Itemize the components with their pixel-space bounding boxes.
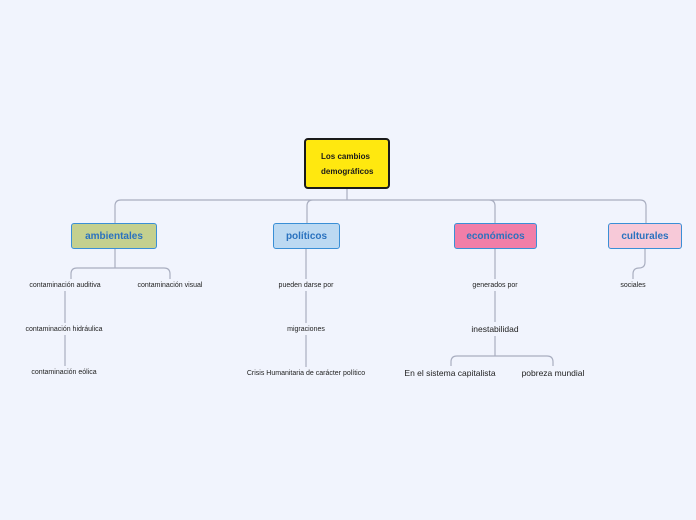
node-inestabilidad[interactable]: inestabilidad: [460, 322, 530, 336]
main-node-culturales[interactable]: culturales: [608, 223, 682, 249]
node-contaminacion-auditiva[interactable]: contaminación auditiva: [15, 279, 115, 291]
label-sociales: sociales: [620, 281, 646, 289]
node-pueden-darse-por[interactable]: pueden darse por: [262, 279, 350, 291]
root-label: Los cambios demográficos: [321, 151, 374, 176]
main-node-politicos[interactable]: políticos: [273, 223, 340, 249]
node-contaminacion-eolica[interactable]: contaminación eólica: [18, 366, 110, 378]
main-label-ambientales: ambientales: [85, 230, 143, 242]
root-node[interactable]: Los cambios demográficos: [304, 138, 390, 189]
link-root-branches: [114, 189, 647, 223]
node-crisis-humanitaria[interactable]: Crisis Humanitaria de carácter político: [231, 367, 381, 379]
label-migraciones: migraciones: [287, 325, 325, 333]
label-contaminacion-visual: contaminación visual: [137, 281, 203, 289]
main-label-culturales: culturales: [621, 230, 669, 242]
label-pobreza-mundial: pobreza mundial: [521, 368, 585, 378]
label-sistema-capitalista: En el sistema capitalista: [404, 368, 496, 378]
node-contaminacion-hidraulica[interactable]: contaminación hidráulica: [12, 323, 116, 335]
label-inestabilidad: inestabilidad: [471, 324, 519, 334]
label-contaminacion-hidraulica: contaminación hidráulica: [25, 325, 103, 333]
link-culturales-children: [632, 249, 646, 279]
label-contaminacion-auditiva: contaminación auditiva: [29, 281, 101, 289]
main-label-economicos: económicos: [466, 230, 525, 242]
node-sociales[interactable]: sociales: [610, 279, 656, 291]
label-generados-por: generados por: [472, 281, 518, 289]
main-label-politicos: políticos: [285, 230, 328, 242]
node-migraciones[interactable]: migraciones: [270, 323, 342, 335]
label-contaminacion-eolica: contaminación eólica: [31, 368, 97, 376]
node-generados-por[interactable]: generados por: [460, 279, 530, 291]
label-pueden-darse-por: pueden darse por: [278, 281, 334, 289]
node-pobreza-mundial[interactable]: pobreza mundial: [512, 366, 594, 380]
node-contaminacion-visual[interactable]: contaminación visual: [124, 279, 216, 291]
main-node-ambientales[interactable]: ambientales: [71, 223, 157, 249]
node-sistema-capitalista[interactable]: En el sistema capitalista: [395, 366, 505, 380]
link-economicos-children: [450, 249, 554, 366]
link-ambientales-children: [64, 249, 171, 366]
main-node-economicos[interactable]: económicos: [454, 223, 537, 249]
label-crisis-humanitaria: Crisis Humanitaria de carácter político: [246, 369, 366, 377]
